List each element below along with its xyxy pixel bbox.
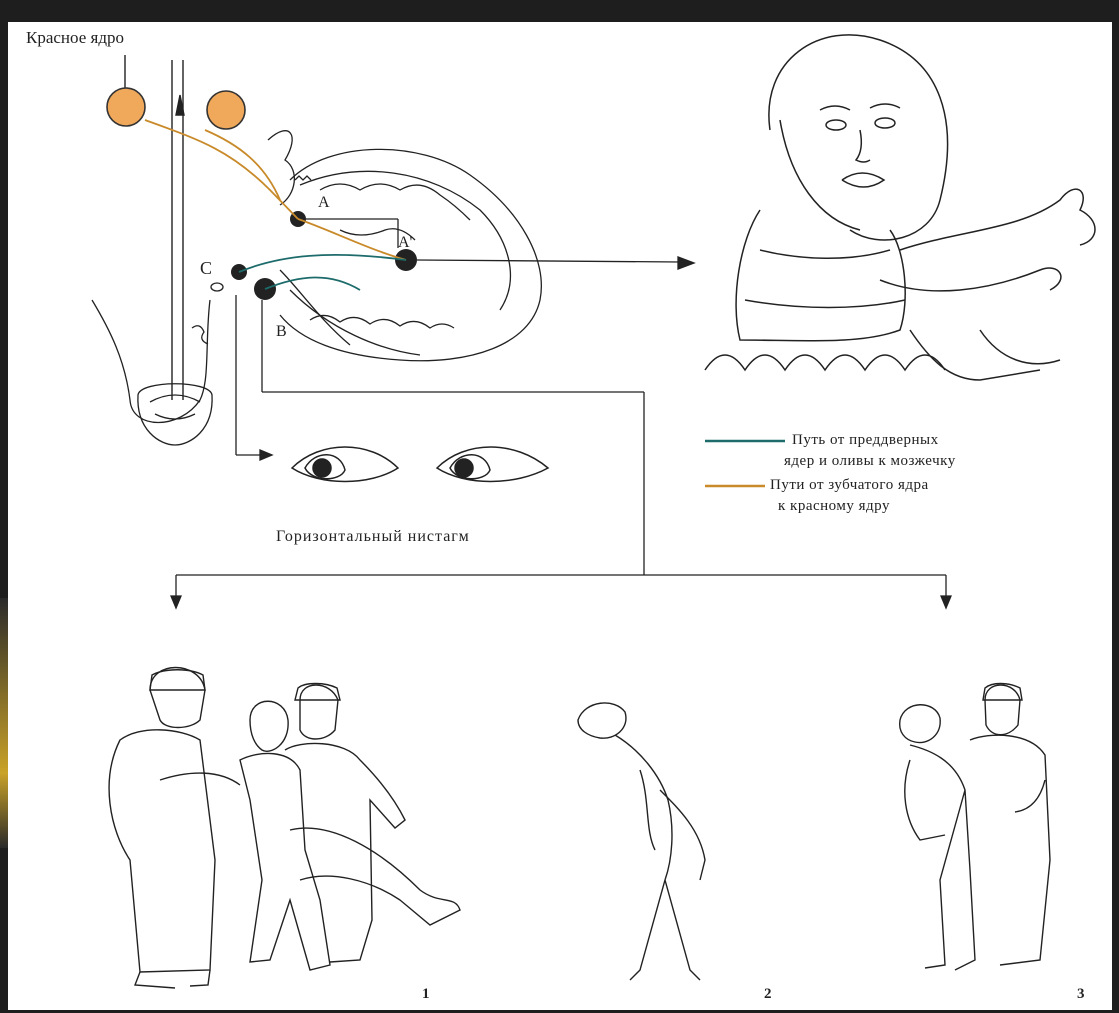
figure-number-3: 3 bbox=[1077, 986, 1085, 1003]
patient-standing-icon bbox=[578, 703, 705, 980]
point-b-label: В bbox=[276, 323, 287, 341]
legend-vestibular-line1: Путь от преддверных bbox=[792, 432, 939, 449]
dentate-path-3 bbox=[298, 219, 406, 260]
arrow-head-right bbox=[941, 596, 951, 608]
patient-walking-icon bbox=[109, 668, 460, 989]
patient-standing-2-icon bbox=[900, 684, 1050, 971]
legend-dentate-line2: к красному ядру bbox=[778, 498, 890, 515]
small-glyph bbox=[192, 326, 208, 344]
point-c-label: С bbox=[200, 258, 212, 279]
point-a-label: А bbox=[318, 194, 330, 212]
arrow-head-eyes bbox=[260, 450, 272, 460]
arrow-head-face bbox=[678, 257, 694, 269]
legend-vestibular-line2: ядер и оливы к мозжечку bbox=[784, 453, 956, 470]
figure-number-2: 2 bbox=[764, 986, 772, 1003]
nystagmus-label: Горизонтальный нистагм bbox=[276, 528, 470, 546]
patient-face-icon bbox=[705, 35, 1095, 380]
spinal-cord-icon bbox=[138, 384, 212, 445]
red-nucleus-label: Красное ядро bbox=[26, 28, 124, 48]
vestibular-path-2 bbox=[265, 277, 360, 290]
point-a-prime-label: А' bbox=[398, 234, 412, 252]
figure-number-1: 1 bbox=[422, 986, 430, 1003]
arrow-to-face bbox=[417, 260, 680, 262]
small-oval bbox=[211, 283, 223, 291]
vestibular-path bbox=[239, 255, 406, 272]
eye-icon bbox=[292, 447, 548, 482]
legend-dentate-line1: Пути от зубчатого ядра bbox=[770, 477, 929, 494]
red-nucleus-icon bbox=[107, 88, 245, 129]
arrow-head-left bbox=[171, 596, 181, 608]
